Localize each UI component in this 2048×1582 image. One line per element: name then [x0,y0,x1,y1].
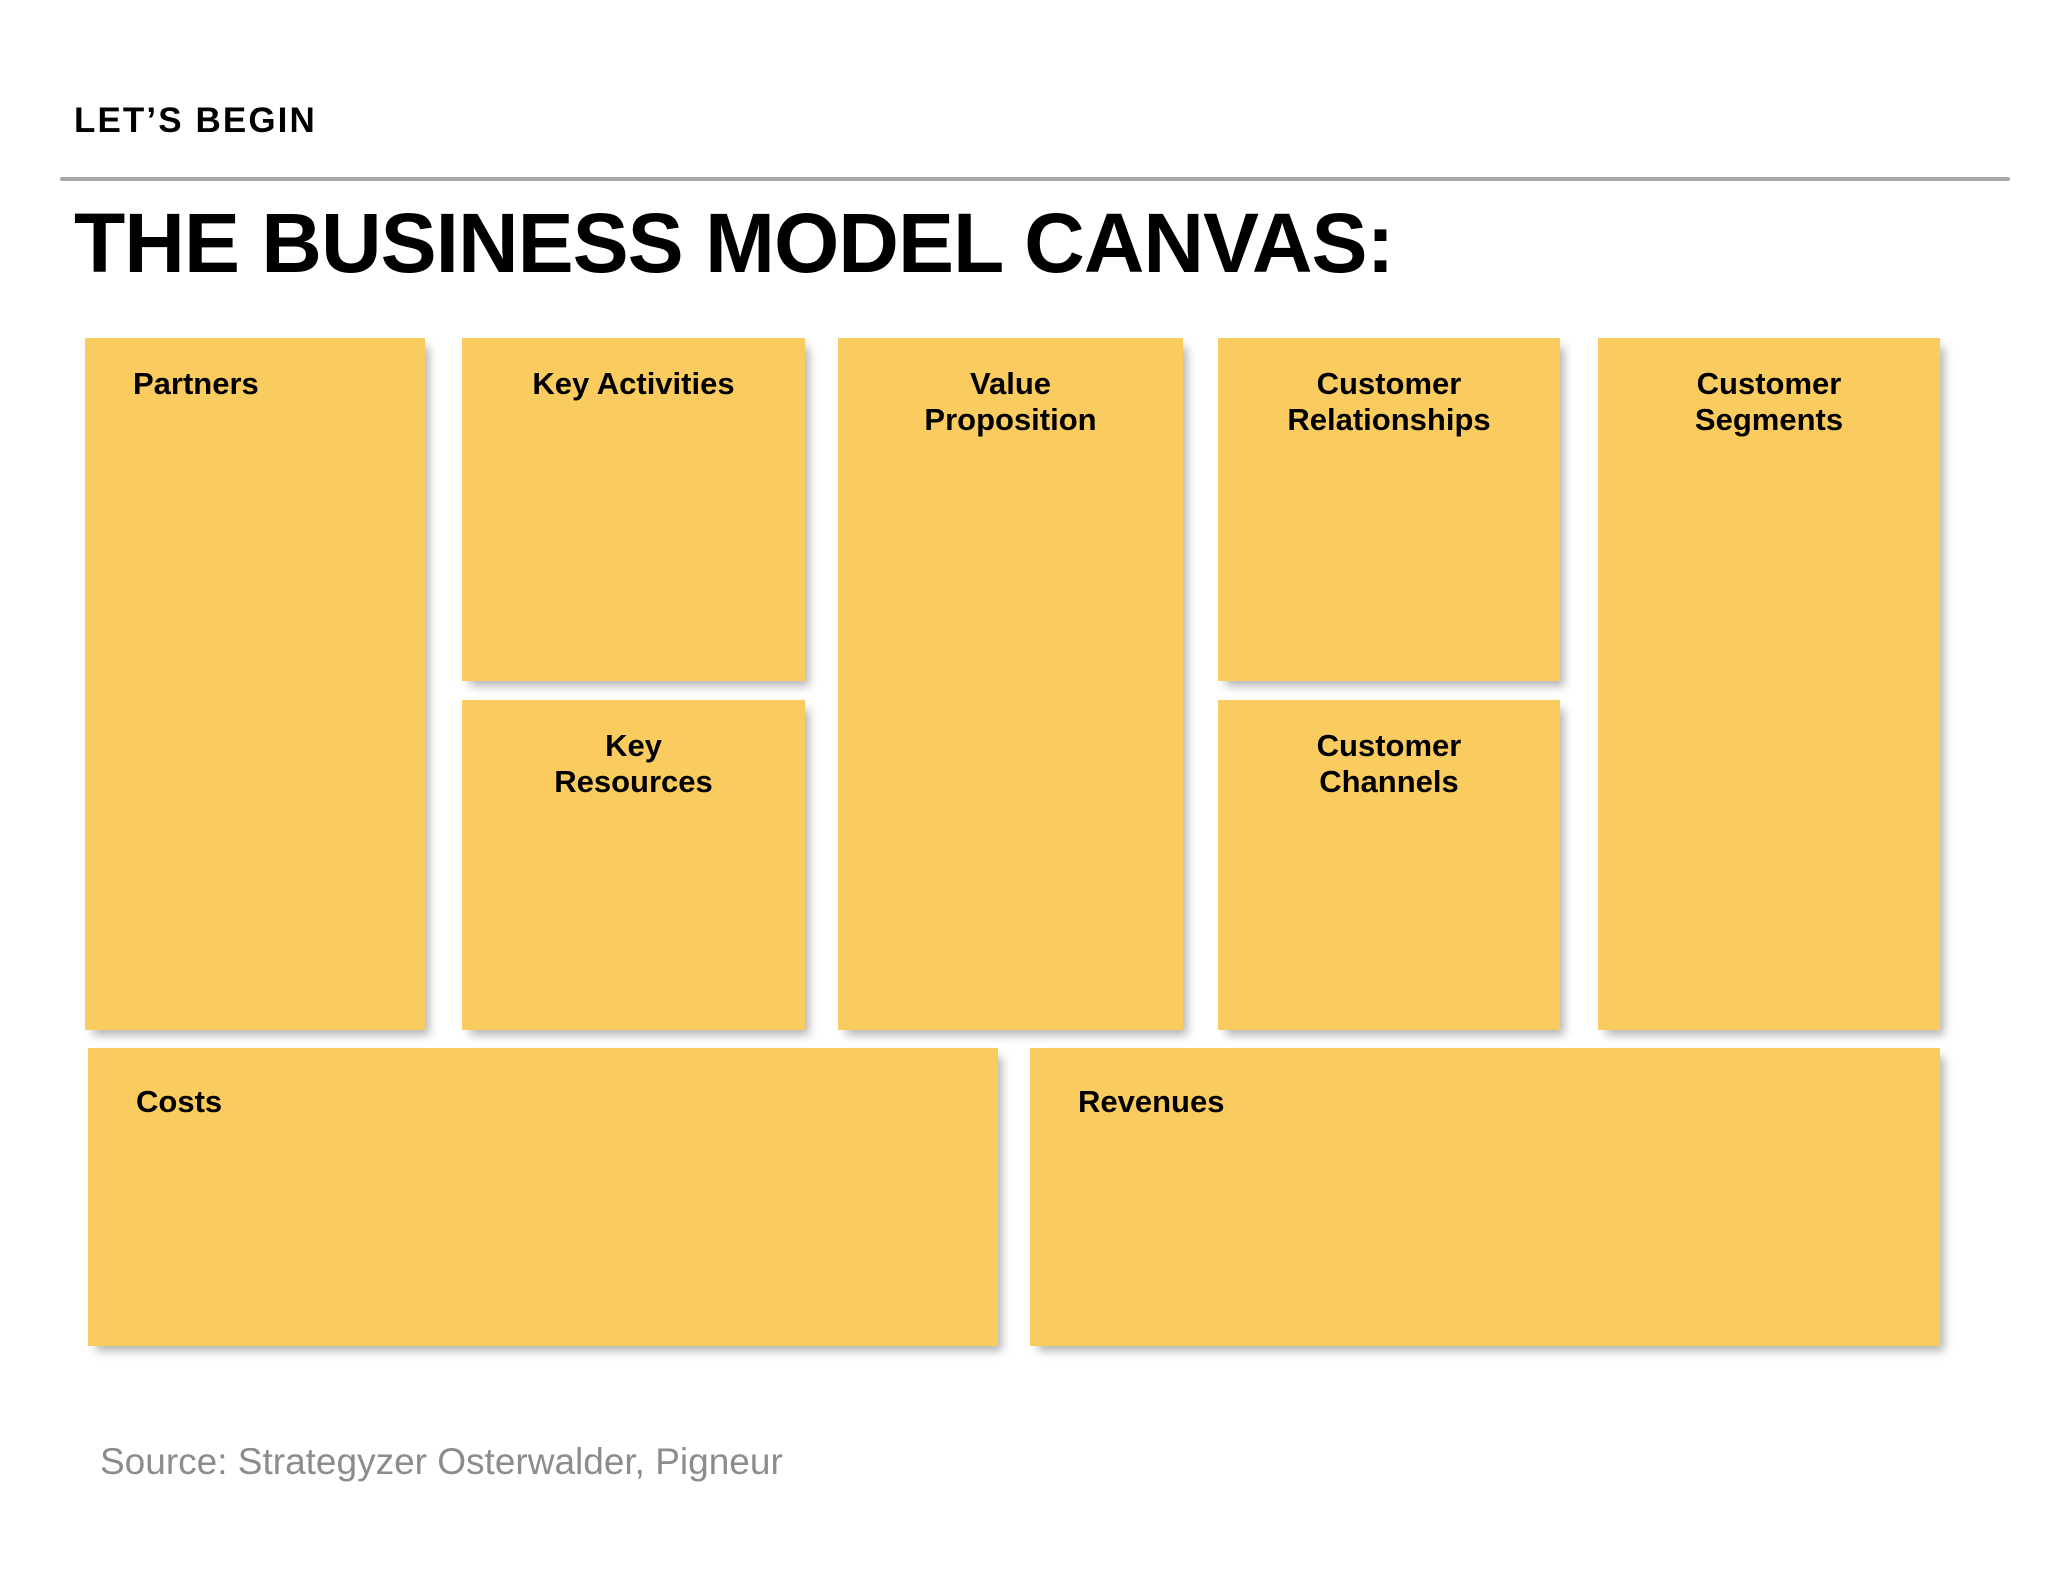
slide-kicker: LET’S BEGIN [74,101,317,140]
canvas-block-customer-segments[interactable]: Customer Segments [1598,338,1940,1030]
canvas-block-key-activities[interactable]: Key Activities [462,338,805,681]
source-attribution: Source: Strategyzer Osterwalder, Pigneur [100,1441,783,1482]
canvas-block-customer-channels[interactable]: Customer Channels [1218,700,1560,1030]
canvas-block-costs[interactable]: Costs [88,1048,998,1346]
canvas-block-label: Key Activities [532,366,735,401]
canvas-block-revenues[interactable]: Revenues [1030,1048,1940,1346]
canvas-block-partners[interactable]: Partners [85,338,425,1030]
canvas-block-value-proposition[interactable]: Value Proposition [838,338,1183,1030]
canvas-block-label: Value Proposition [924,366,1097,437]
canvas-block-label: Customer Relationships [1287,366,1491,437]
canvas-block-customer-relationships[interactable]: Customer Relationships [1218,338,1560,681]
canvas-block-key-resources[interactable]: Key Resources [462,700,805,1030]
header-divider [60,177,2010,181]
canvas-block-label: Key Resources [554,728,713,799]
canvas-block-label: Costs [136,1084,223,1119]
canvas-block-label: Revenues [1078,1084,1225,1119]
canvas-block-label: Partners [133,366,259,401]
canvas-block-label: Customer Channels [1316,728,1462,799]
canvas-block-label: Customer Segments [1694,366,1844,437]
page-title: THE BUSINESS MODEL CANVAS: [74,196,1394,290]
